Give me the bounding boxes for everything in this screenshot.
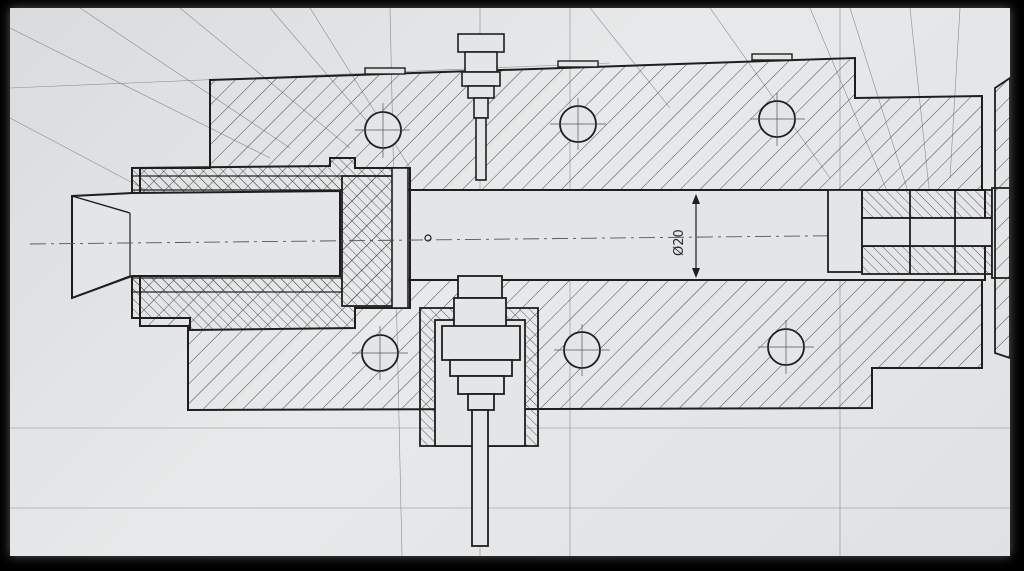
diameter-label: Ø20	[672, 229, 687, 256]
top-sensor	[457, 33, 505, 181]
hole-crosshairs	[352, 93, 814, 380]
drawing-sheet: Ø20	[10, 8, 1010, 556]
center-line	[29, 233, 1001, 245]
right-piston	[827, 187, 1010, 279]
right-end-plate	[994, 76, 1010, 359]
left-fitting	[71, 157, 411, 332]
dimension-diameter: Ø20	[672, 194, 700, 278]
bottom-valve	[419, 275, 539, 547]
top-nipples	[364, 53, 793, 75]
technical-drawing: Ø20	[10, 8, 1010, 556]
